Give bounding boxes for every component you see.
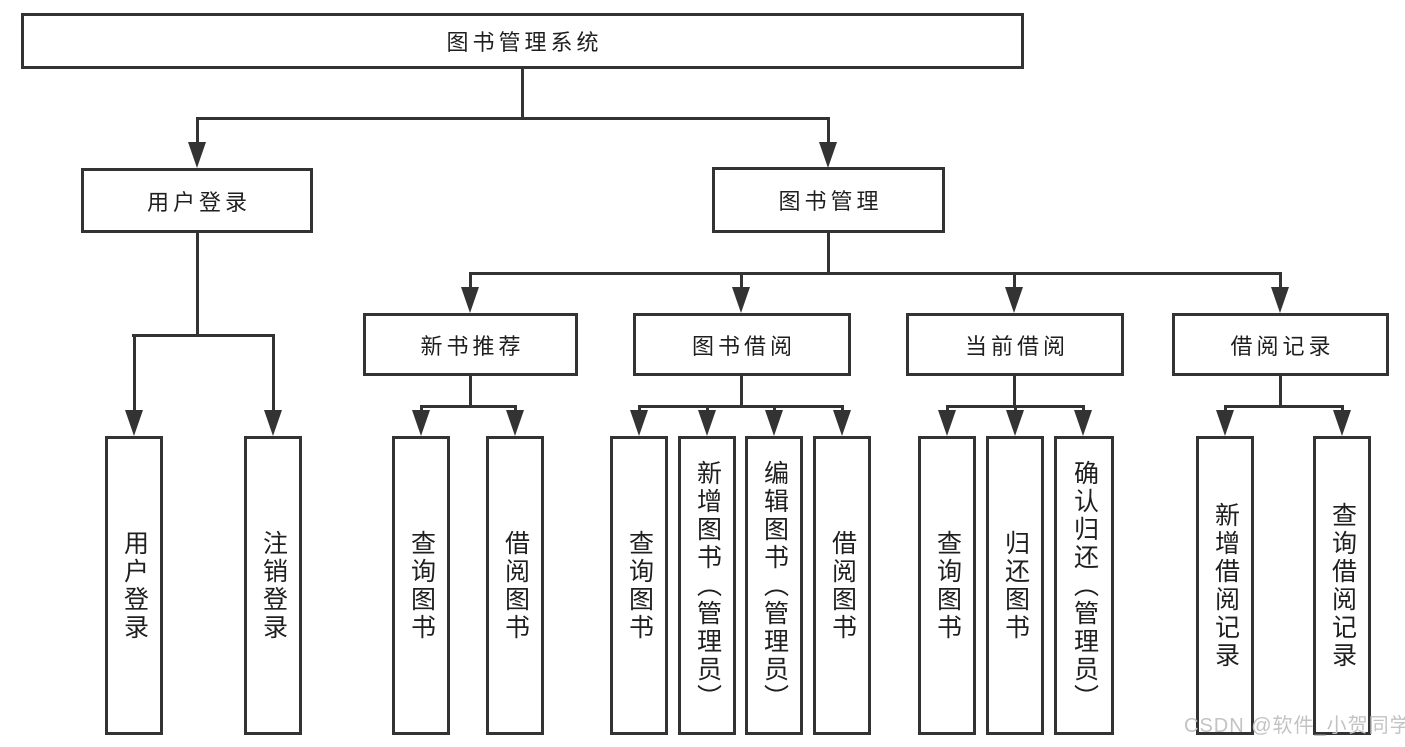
leaf-borrow-edit-book-admin-label: 编辑图书（管理员） xyxy=(760,459,789,712)
leaf-logout: 注销登录 xyxy=(244,436,302,735)
arrow-to-book-borrow-icon xyxy=(732,287,750,313)
node-user-login: 用户登录 xyxy=(81,168,313,233)
connector-borrow-record-drop xyxy=(1279,272,1282,291)
node-root-system-label: 图书管理系统 xyxy=(446,30,603,55)
arrow-to-leaf-icon xyxy=(412,410,430,436)
arrow-to-leaf-icon xyxy=(765,410,783,436)
node-book-borrow: 图书借阅 xyxy=(633,313,851,376)
csdn-watermark: CSDN @软件_小贺同学 xyxy=(1184,715,1405,737)
connector-group2-split xyxy=(420,405,517,408)
connector-leaf-drop xyxy=(1341,405,1344,413)
connector-book-mgmt-drop xyxy=(827,117,830,146)
leaf-borrow-query-book-label: 查询图书 xyxy=(625,529,654,642)
connector-leaf-drop xyxy=(1014,405,1017,413)
connector-borrow-record-stem xyxy=(1279,376,1282,408)
arrow-to-leaf-icon xyxy=(506,410,524,436)
connector-group3-split xyxy=(638,405,844,408)
arrow-to-new-rec-icon xyxy=(461,287,479,313)
leaf-borrow-borrow-book: 借阅图书 xyxy=(813,436,871,735)
leaf-borrow-add-book-admin: 新增图书（管理员） xyxy=(678,436,736,735)
arrow-to-leaf-icon xyxy=(1216,410,1234,436)
leaf-borrow-add-book-admin-label: 新增图书（管理员） xyxy=(693,459,722,712)
leaf-recommend-query-book: 查询图书 xyxy=(392,436,450,735)
leaf-current-return-book: 归还图书 xyxy=(986,436,1044,735)
connector-current-borrow-stem xyxy=(1013,376,1016,408)
connector-book-borrow-drop xyxy=(740,272,743,291)
node-borrow-record: 借阅记录 xyxy=(1172,313,1389,376)
leaf-current-query-book-label: 查询图书 xyxy=(933,529,962,642)
connector-new-rec-stem xyxy=(469,376,472,408)
connector-leaf-drop xyxy=(946,405,949,413)
leaf-recommend-borrow-book: 借阅图书 xyxy=(486,436,544,735)
arrow-to-leaf-icon xyxy=(1006,410,1024,436)
leaf-borrow-query-book: 查询图书 xyxy=(610,436,668,735)
connector-user-login-stem xyxy=(196,233,199,337)
leaf-user-login-label: 用户登录 xyxy=(120,529,149,642)
connector-leaf-drop xyxy=(133,334,136,412)
leaf-record-query-borrow-record: 查询借阅记录 xyxy=(1313,436,1371,735)
connector-level3-split xyxy=(469,272,1282,275)
leaf-record-add-borrow-record-label: 新增借阅记录 xyxy=(1211,501,1240,670)
node-user-login-label: 用户登录 xyxy=(146,189,251,215)
node-book-management-label: 图书管理 xyxy=(778,189,883,214)
arrow-to-leaf-icon xyxy=(698,410,716,436)
leaf-recommend-borrow-book-label: 借阅图书 xyxy=(501,529,530,642)
connector-current-borrow-drop xyxy=(1013,272,1016,291)
connector-new-rec-drop xyxy=(469,272,472,291)
connector-book-mgmt-stem xyxy=(827,233,830,275)
arrow-to-leaf-icon xyxy=(1333,410,1351,436)
connector-user-login-drop xyxy=(196,117,199,146)
connector-leaf-drop xyxy=(1224,405,1227,413)
arrow-to-leaf-icon xyxy=(833,410,851,436)
arrow-to-leaf-icon xyxy=(1074,410,1092,436)
connector-book-borrow-stem xyxy=(740,376,743,408)
connector-leaf-drop xyxy=(841,405,844,413)
connector-leaf-drop xyxy=(514,405,517,413)
arrow-to-user-login-icon xyxy=(188,142,206,168)
arrow-to-borrow-record-icon xyxy=(1271,287,1289,313)
leaf-record-add-borrow-record: 新增借阅记录 xyxy=(1196,436,1254,735)
arrow-to-leaf-logout-icon xyxy=(264,410,282,436)
connector-group1-split xyxy=(132,334,275,337)
node-root-system: 图书管理系统 xyxy=(21,13,1024,69)
leaf-record-query-borrow-record-label: 查询借阅记录 xyxy=(1328,501,1357,670)
connector-leaf-drop xyxy=(1082,405,1085,413)
connector-leaf-drop xyxy=(420,405,423,413)
leaf-current-return-book-label: 归还图书 xyxy=(1001,529,1030,642)
leaf-current-confirm-return-admin: 确认归还（管理员） xyxy=(1054,436,1114,735)
node-borrow-record-label: 借阅记录 xyxy=(1230,333,1335,359)
node-book-management: 图书管理 xyxy=(712,167,945,233)
arrow-to-book-mgmt-icon xyxy=(819,142,837,168)
arrow-to-leaf-icon xyxy=(630,410,648,436)
arrow-to-leaf-user-login-icon xyxy=(125,410,143,436)
connector-leaf-drop xyxy=(272,334,275,412)
leaf-current-query-book: 查询图书 xyxy=(918,436,976,735)
connector-level2-split xyxy=(196,117,830,120)
leaf-borrow-borrow-book-label: 借阅图书 xyxy=(828,529,857,642)
connector-leaf-drop xyxy=(638,405,641,413)
connector-leaf-drop xyxy=(706,405,709,413)
arrow-to-leaf-icon xyxy=(938,410,956,436)
node-book-borrow-label: 图书借阅 xyxy=(691,333,796,359)
node-new-book-recommend-label: 新书推荐 xyxy=(420,333,525,359)
leaf-current-confirm-return-admin-label: 确认归还（管理员） xyxy=(1070,459,1099,712)
node-new-book-recommend: 新书推荐 xyxy=(363,313,578,376)
node-current-borrow: 当前借阅 xyxy=(906,313,1124,376)
leaf-logout-label: 注销登录 xyxy=(259,529,288,642)
leaf-user-login: 用户登录 xyxy=(105,436,163,735)
connector-group5-split xyxy=(1224,405,1344,408)
leaf-recommend-query-book-label: 查询图书 xyxy=(407,529,436,642)
connector-leaf-drop xyxy=(773,405,776,413)
connector-root-stem xyxy=(521,68,524,119)
leaf-borrow-edit-book-admin: 编辑图书（管理员） xyxy=(745,436,803,735)
node-current-borrow-label: 当前借阅 xyxy=(964,333,1069,359)
arrow-to-current-borrow-icon xyxy=(1005,287,1023,313)
